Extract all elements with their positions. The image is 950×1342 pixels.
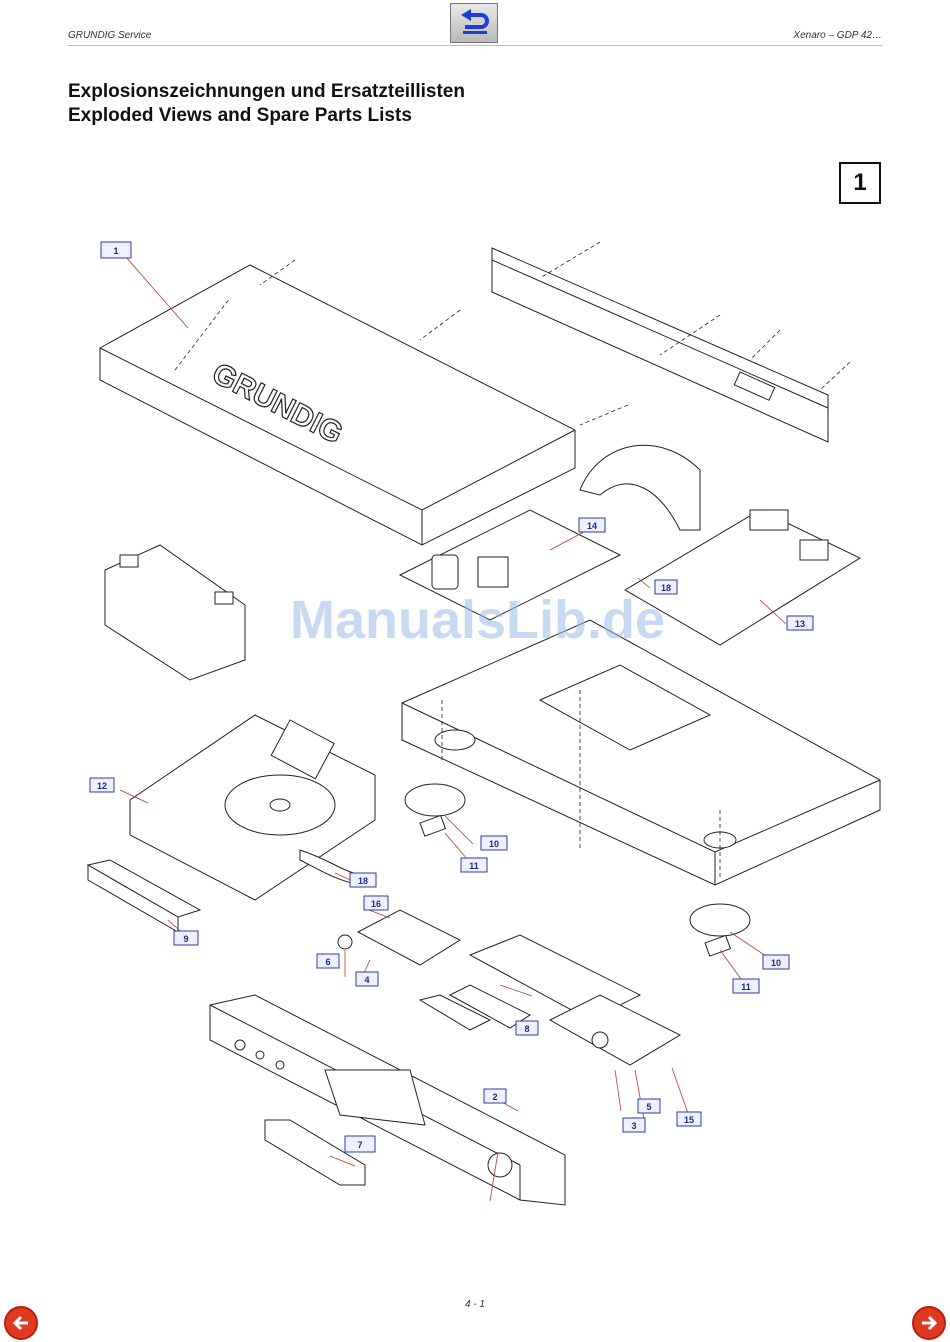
callout-4: 4 — [356, 972, 378, 986]
arrow-left-icon — [10, 1312, 32, 1334]
callout-10-b: 10 — [763, 955, 789, 969]
svg-text:11: 11 — [741, 982, 751, 992]
callout-16: 16 — [364, 896, 388, 910]
callout-10-a: 10 — [481, 836, 507, 850]
title-english: Exploded Views and Spare Parts Lists — [68, 104, 465, 128]
svg-text:9: 9 — [183, 934, 188, 944]
header-left: GRUNDIG Service — [68, 30, 151, 41]
callout-9: 9 — [174, 931, 198, 945]
callout-3: 3 — [623, 1118, 645, 1132]
page-title: Explosionszeichnungen und Ersatzteillist… — [68, 80, 465, 128]
svg-text:12: 12 — [97, 781, 107, 791]
callout-6: 6 — [317, 954, 339, 968]
svg-text:6: 6 — [325, 957, 330, 967]
svg-text:1: 1 — [113, 246, 118, 256]
header-right: Xenaro – GDP 42… — [793, 30, 882, 41]
title-german: Explosionszeichnungen und Ersatzteillist… — [68, 80, 465, 104]
callout-15: 15 — [677, 1112, 701, 1126]
svg-text:5: 5 — [646, 1102, 651, 1112]
callout-1: 1 — [101, 242, 131, 258]
back-button[interactable] — [450, 3, 498, 43]
svg-text:7: 7 — [357, 1140, 362, 1150]
svg-text:4: 4 — [364, 975, 369, 985]
header-divider — [68, 45, 882, 46]
svg-text:10: 10 — [489, 839, 499, 849]
callout-11-a: 11 — [461, 858, 487, 872]
keyboard-left — [338, 910, 460, 965]
arrow-right-icon — [918, 1312, 940, 1334]
svg-text:15: 15 — [684, 1115, 694, 1125]
callout-8: 8 — [516, 1021, 538, 1035]
callout-13: 13 — [787, 616, 813, 630]
next-page-button[interactable] — [912, 1306, 946, 1340]
prev-page-button[interactable] — [4, 1306, 38, 1340]
svg-text:8: 8 — [524, 1024, 529, 1034]
callout-2: 2 — [484, 1089, 506, 1103]
svg-text:3: 3 — [631, 1121, 636, 1131]
svg-text:2: 2 — [492, 1092, 497, 1102]
svg-text:13: 13 — [795, 619, 805, 629]
foot-right — [690, 904, 750, 956]
page-number: 4 - 1 — [0, 1299, 950, 1310]
diagram-number-box: 1 — [839, 162, 881, 204]
return-arrow-icon — [457, 9, 491, 37]
callout-5: 5 — [638, 1099, 660, 1113]
callout-7: 7 — [345, 1136, 375, 1152]
watermark: ManualsLib.de — [290, 590, 665, 650]
loader-bracket — [105, 545, 245, 680]
callout-18-b: 18 — [350, 873, 376, 887]
svg-text:11: 11 — [469, 861, 479, 871]
chassis — [402, 620, 880, 885]
svg-text:10: 10 — [771, 958, 781, 968]
callout-12: 12 — [90, 778, 114, 792]
callout-14: 14 — [579, 518, 605, 532]
exploded-view-diagram: GRUNDIG — [60, 220, 890, 1220]
top-cover: GRUNDIG — [100, 265, 575, 545]
svg-text:16: 16 — [371, 899, 381, 909]
foot-left — [405, 784, 465, 836]
callout-11-b: 11 — [733, 979, 759, 993]
svg-text:14: 14 — [587, 521, 597, 531]
svg-text:18: 18 — [358, 876, 368, 886]
